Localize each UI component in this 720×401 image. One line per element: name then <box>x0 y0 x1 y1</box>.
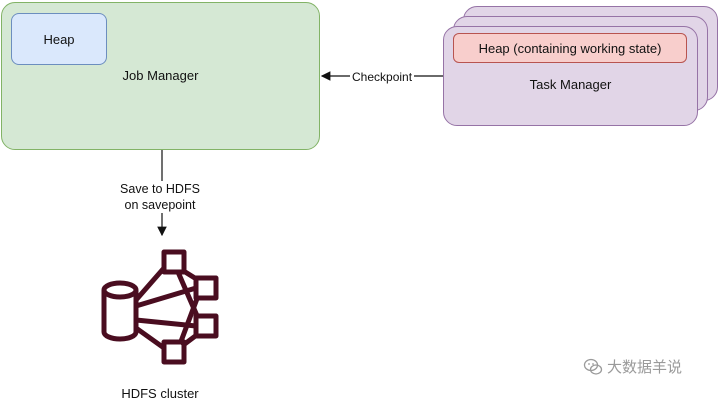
checkpoint-edge-label: Checkpoint <box>350 70 415 84</box>
hdfs-cluster-icon <box>101 249 219 365</box>
savepoint-edge-label: Save to HDFS on savepoint <box>100 181 220 213</box>
task-manager-heap-label: Heap (containing working state) <box>478 40 662 56</box>
job-manager-heap-label: Heap <box>43 31 75 47</box>
wechat-icon <box>583 358 603 375</box>
task-manager-label: Task Manager <box>529 77 612 92</box>
task-manager-heap: Heap (containing working state) <box>453 33 687 63</box>
job-manager-label: Job Manager <box>122 68 199 83</box>
watermark: 大数据羊说 <box>583 356 682 377</box>
watermark-text: 大数据羊说 <box>607 359 683 376</box>
hdfs-cluster-label: HDFS cluster <box>121 386 199 401</box>
job-manager-heap: Heap <box>11 13 107 65</box>
savepoint-label-line-2: on savepoint <box>124 198 196 212</box>
savepoint-label-line-1: Save to HDFS <box>120 182 200 196</box>
